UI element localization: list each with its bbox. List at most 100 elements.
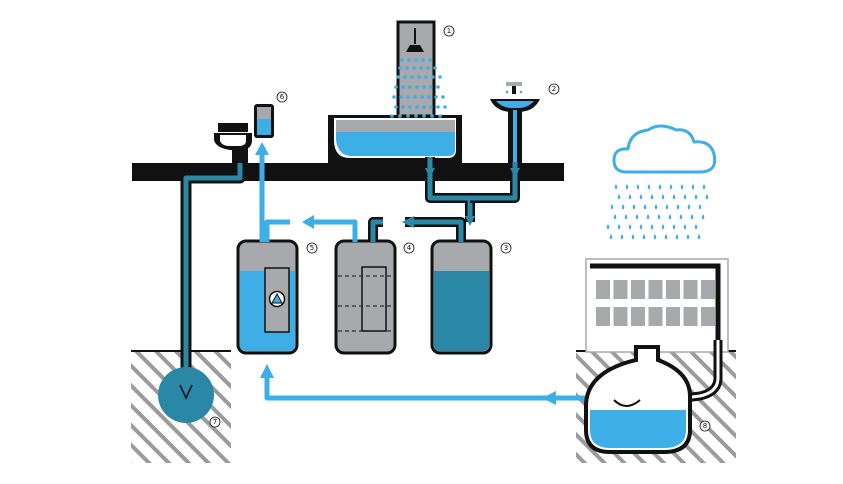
window — [631, 280, 645, 299]
rain-drop — [665, 204, 669, 210]
rain-drop — [686, 234, 690, 240]
rain-drop — [661, 194, 665, 200]
rain-drop — [690, 214, 694, 220]
rain-drop — [676, 204, 680, 210]
marker-4: 4 — [403, 242, 415, 254]
rain-drop — [650, 194, 654, 200]
window — [666, 307, 680, 326]
rain-drop — [631, 234, 635, 240]
rain-drop — [672, 194, 676, 200]
rain-drop — [642, 234, 646, 240]
svg-text:3: 3 — [504, 244, 508, 252]
rainwater-pipe — [260, 364, 622, 405]
rain-drop — [606, 224, 610, 230]
rain-drop — [683, 224, 687, 230]
rain-drop — [639, 194, 643, 200]
rain-drop — [635, 214, 639, 220]
rain-drop — [643, 204, 647, 210]
sewer — [158, 367, 214, 423]
rain-drop — [647, 184, 651, 190]
rain-drop — [683, 194, 687, 200]
rain-drop — [628, 224, 632, 230]
rain-drop — [661, 224, 665, 230]
rain-drop — [664, 234, 668, 240]
rain-drop — [694, 194, 698, 200]
marker-2: 2 — [548, 83, 560, 95]
window — [596, 280, 610, 299]
rain-drop — [613, 214, 617, 220]
rain-drop — [624, 214, 628, 220]
tank-greywater — [430, 239, 493, 355]
rain-drop — [632, 204, 636, 210]
window — [596, 307, 610, 326]
house-facade-icon — [585, 258, 729, 353]
rain-drop — [653, 234, 657, 240]
rain-drop — [687, 204, 691, 210]
svg-text:4: 4 — [407, 244, 412, 252]
window — [648, 307, 663, 326]
tank-pipes — [255, 142, 466, 242]
svg-text:1: 1 — [447, 27, 451, 35]
rain-drop — [614, 184, 618, 190]
rain-drop — [658, 184, 662, 190]
rain-drop — [668, 214, 672, 220]
rain-cistern — [584, 345, 692, 454]
window — [666, 280, 680, 299]
window — [701, 307, 715, 326]
rain-drop — [701, 214, 705, 220]
rain-drop — [654, 204, 658, 210]
toilet-cistern — [254, 104, 274, 138]
rain-drop — [702, 184, 706, 190]
rain-drop — [625, 184, 629, 190]
rain-drop — [639, 224, 643, 230]
rain-drops — [606, 184, 709, 240]
rain-drop — [694, 224, 698, 230]
rain-drop — [675, 234, 679, 240]
window — [683, 280, 698, 299]
shower — [390, 20, 447, 118]
rain-drop — [657, 214, 661, 220]
rain-drop — [680, 184, 684, 190]
basin-icon — [490, 82, 540, 164]
rain-drop — [617, 194, 621, 200]
rain-drop — [705, 194, 709, 200]
rain-drop — [679, 214, 683, 220]
shower-head-icon — [406, 28, 424, 52]
greywater-pipes — [425, 157, 520, 226]
marker-6: 6 — [276, 91, 288, 103]
rain-drop — [669, 184, 673, 190]
svg-text:6: 6 — [280, 93, 285, 101]
rain-drop — [620, 234, 624, 240]
svg-text:2: 2 — [552, 85, 556, 93]
rain-drop — [672, 224, 676, 230]
tank-filter — [334, 239, 397, 355]
rain-drop — [636, 184, 640, 190]
bathtub — [334, 118, 456, 158]
window — [648, 280, 663, 299]
rain-drop — [628, 194, 632, 200]
rain-cloud-icon — [612, 124, 717, 174]
rain-drop — [617, 224, 621, 230]
toilet-icon — [214, 123, 252, 164]
rain-drop — [698, 204, 702, 210]
svg-text:7: 7 — [213, 418, 217, 426]
rain-drop — [610, 204, 614, 210]
rain-drop — [691, 184, 695, 190]
window — [701, 280, 715, 299]
marker-5: 5 — [306, 242, 318, 254]
marker-7: 7 — [209, 416, 221, 428]
rain-drop — [697, 234, 701, 240]
window — [613, 280, 628, 299]
shower-drops — [390, 58, 447, 118]
marker-3: 3 — [500, 242, 512, 254]
rain-drop — [646, 214, 650, 220]
tank-clean — [236, 239, 299, 355]
window — [683, 307, 698, 326]
marker-1: 1 — [443, 25, 455, 37]
svg-text:5: 5 — [310, 244, 314, 252]
rain-drop — [650, 224, 654, 230]
marker-8: 8 — [699, 420, 711, 432]
window — [631, 307, 645, 326]
